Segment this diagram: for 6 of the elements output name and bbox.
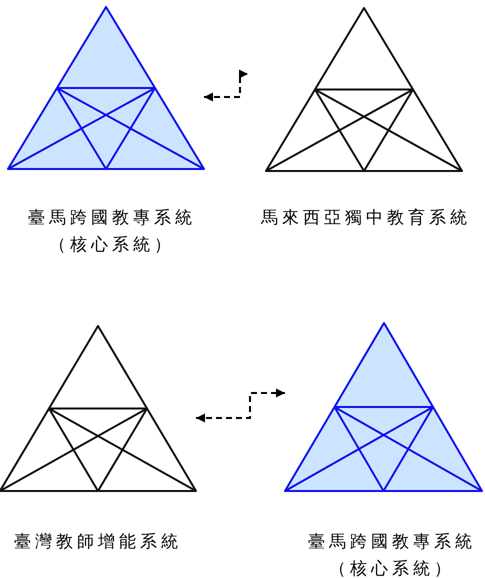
node-label: 臺灣教師增能系統	[13, 531, 183, 554]
arrow	[196, 388, 285, 422]
node-label: 馬來西亞獨中教育系統	[260, 207, 472, 230]
arrow	[204, 70, 248, 102]
node-label: 臺馬跨國教專系統（核心系統）	[307, 531, 477, 578]
node-label: 臺馬跨國教專系統（核心系統）	[27, 207, 197, 257]
